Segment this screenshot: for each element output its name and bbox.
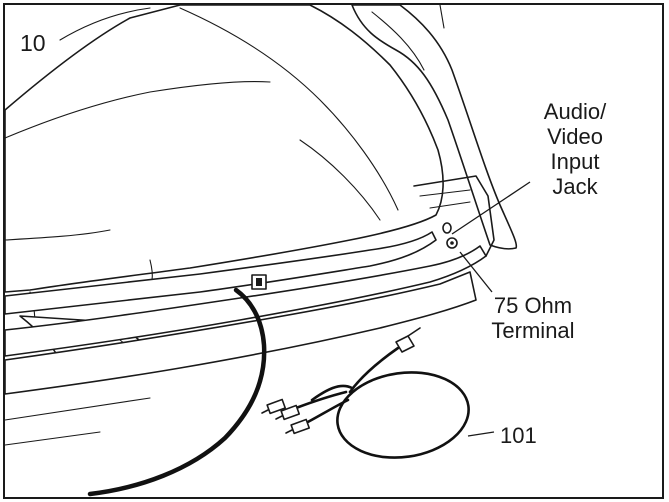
cable-slot: [251, 274, 267, 290]
ohm-terminal-label: 75 Ohm Terminal: [491, 293, 575, 343]
leader-lines: [451, 181, 531, 437]
upright-post: [351, 4, 518, 250]
step-number: 10: [20, 30, 46, 56]
rca-cable-101: [261, 327, 470, 459]
coax-cable: [87, 287, 267, 497]
av-input-jack-label: Audio/ Video Input Jack: [543, 99, 607, 199]
part-number-label: 101: [500, 423, 537, 448]
input-jacks: [442, 222, 458, 249]
